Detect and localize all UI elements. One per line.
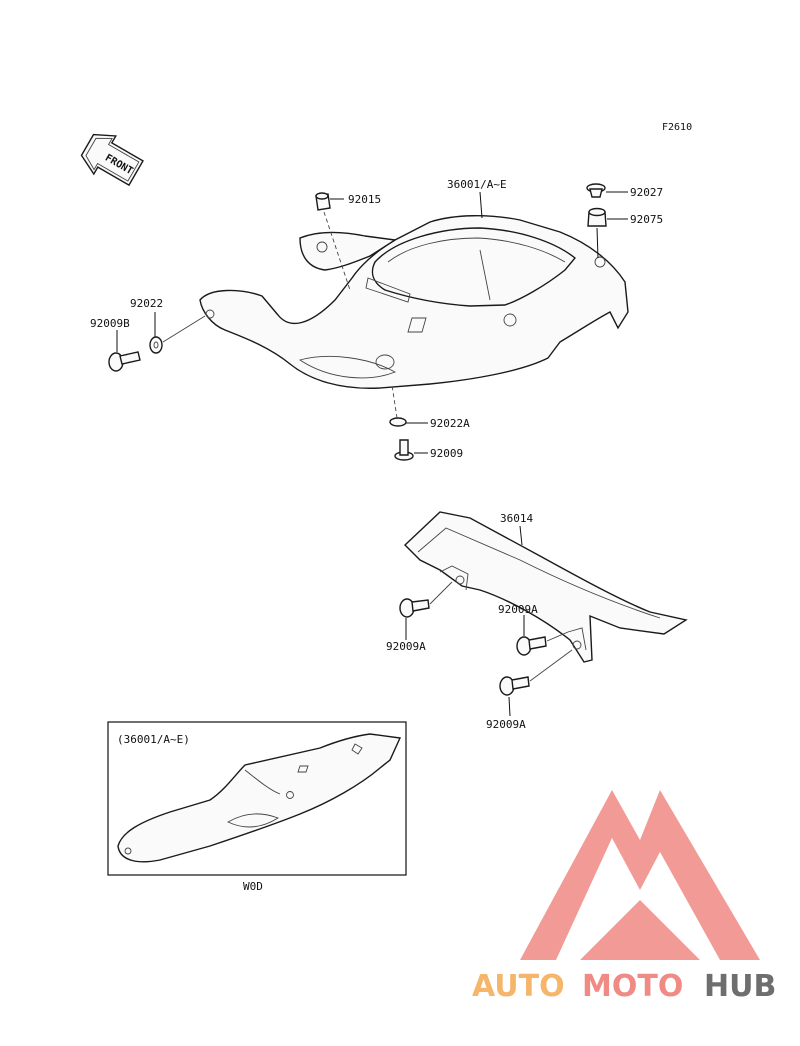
inset-title: (36001/A~E) bbox=[117, 733, 190, 746]
leader-36014 bbox=[519, 525, 523, 546]
leader-92009A-3 bbox=[508, 696, 511, 717]
label-92027: 92027 bbox=[630, 186, 663, 199]
bolt-92009A-3-part bbox=[499, 676, 530, 696]
bolt-92009B-part bbox=[108, 351, 141, 372]
watermark-hub: HUB bbox=[704, 969, 776, 1004]
bolt-92009A-2-part bbox=[516, 636, 547, 656]
inset-caption: W0D bbox=[243, 880, 263, 893]
label-92022A: 92022A bbox=[430, 417, 470, 430]
figure-code: F2610 bbox=[662, 122, 692, 133]
washer-92022-part bbox=[149, 336, 163, 354]
automotohub-logo-icon bbox=[520, 790, 760, 960]
label-92009A-1: 92009A bbox=[386, 640, 426, 653]
leader-36001 bbox=[479, 191, 483, 219]
chain-cover-part bbox=[403, 511, 688, 663]
front-arrow-icon: FRONT bbox=[80, 133, 144, 187]
label-92009A-3: 92009A bbox=[486, 718, 526, 731]
bolt-92009-part bbox=[394, 439, 414, 461]
label-36001: 36001/A~E bbox=[447, 178, 507, 191]
label-92009: 92009 bbox=[430, 447, 463, 460]
label-92075: 92075 bbox=[630, 213, 663, 226]
label-36014: 36014 bbox=[500, 512, 533, 525]
watermark-moto: MOTO bbox=[582, 969, 683, 1004]
leader-92022-to-cowl bbox=[162, 315, 206, 343]
bolt-92009A-1-part bbox=[399, 598, 430, 618]
collar-92015-part bbox=[315, 192, 331, 211]
seat-cowl-part bbox=[199, 215, 629, 389]
leader-92022A-dashed bbox=[391, 384, 398, 419]
watermark-auto: AUTO bbox=[472, 969, 565, 1004]
washer-92022A-part bbox=[389, 417, 407, 427]
label-92009A-2: 92009A bbox=[498, 603, 538, 616]
inset-box: (36001/A~E) bbox=[107, 721, 407, 876]
leader-92075-to-cowl bbox=[596, 227, 599, 259]
label-92022: 92022 bbox=[130, 297, 163, 310]
grommet-92027-part bbox=[586, 183, 606, 198]
label-92009B: 92009B bbox=[90, 317, 130, 330]
damper-92075-part bbox=[587, 207, 607, 227]
label-92015: 92015 bbox=[348, 193, 381, 206]
